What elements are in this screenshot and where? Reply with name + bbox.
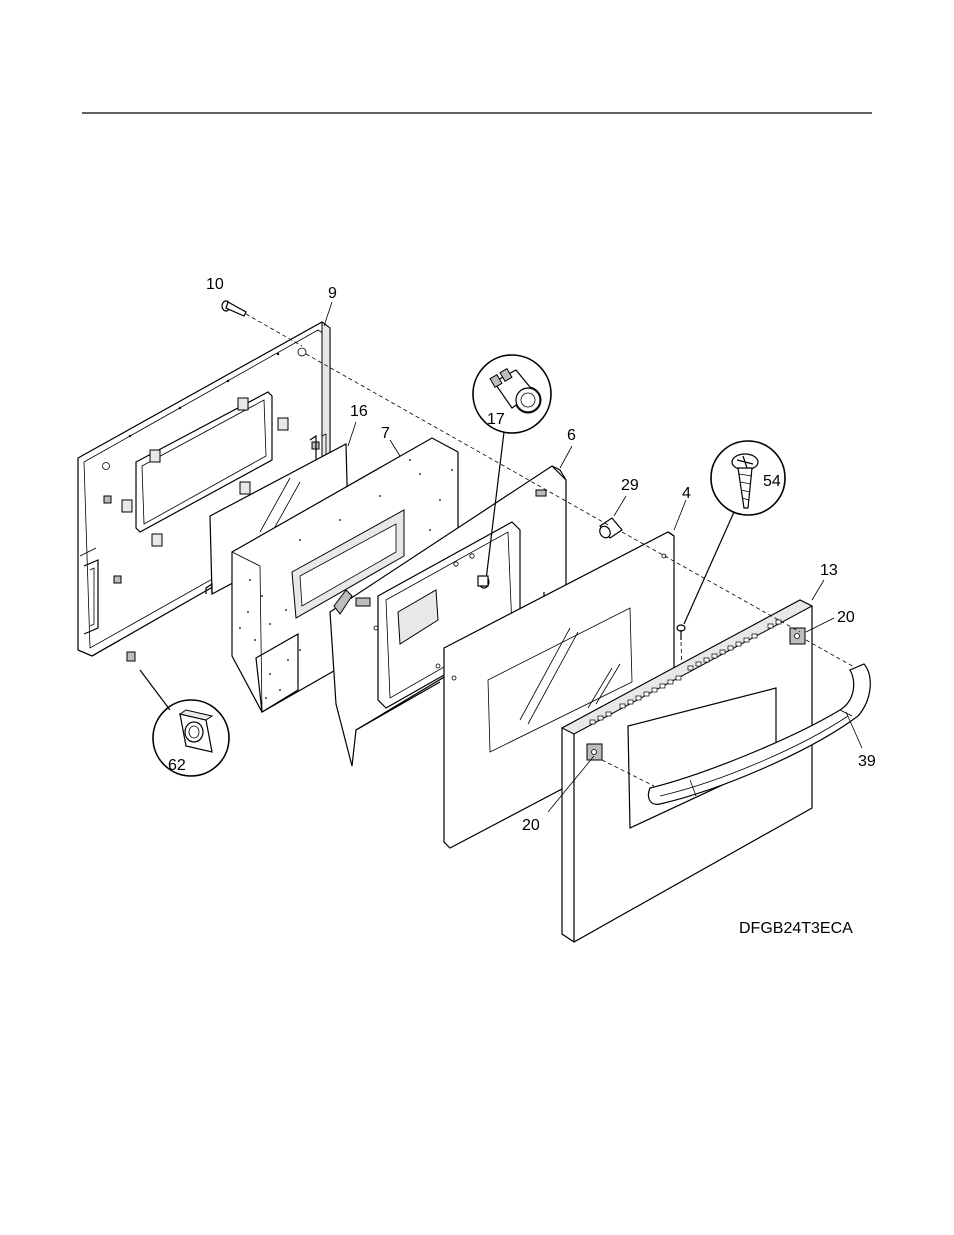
callout-6: 6 (567, 427, 576, 444)
callout-20-right: 20 (837, 609, 855, 626)
callout-62: 62 (168, 757, 186, 774)
callout-16: 16 (350, 403, 368, 420)
callout-7: 7 (381, 425, 390, 442)
callout-13: 13 (820, 562, 838, 579)
callout-20-left: 20 (522, 817, 540, 834)
callout-4: 4 (682, 485, 691, 502)
model-number: DFGB24T3ECA (739, 920, 853, 937)
callout-9: 9 (328, 285, 337, 302)
callout-17: 17 (487, 411, 505, 428)
callout-54: 54 (763, 473, 781, 490)
part-10-screw (222, 301, 246, 316)
callout-29: 29 (621, 477, 639, 494)
callout-10: 10 (206, 276, 224, 293)
callout-39: 39 (858, 753, 876, 770)
